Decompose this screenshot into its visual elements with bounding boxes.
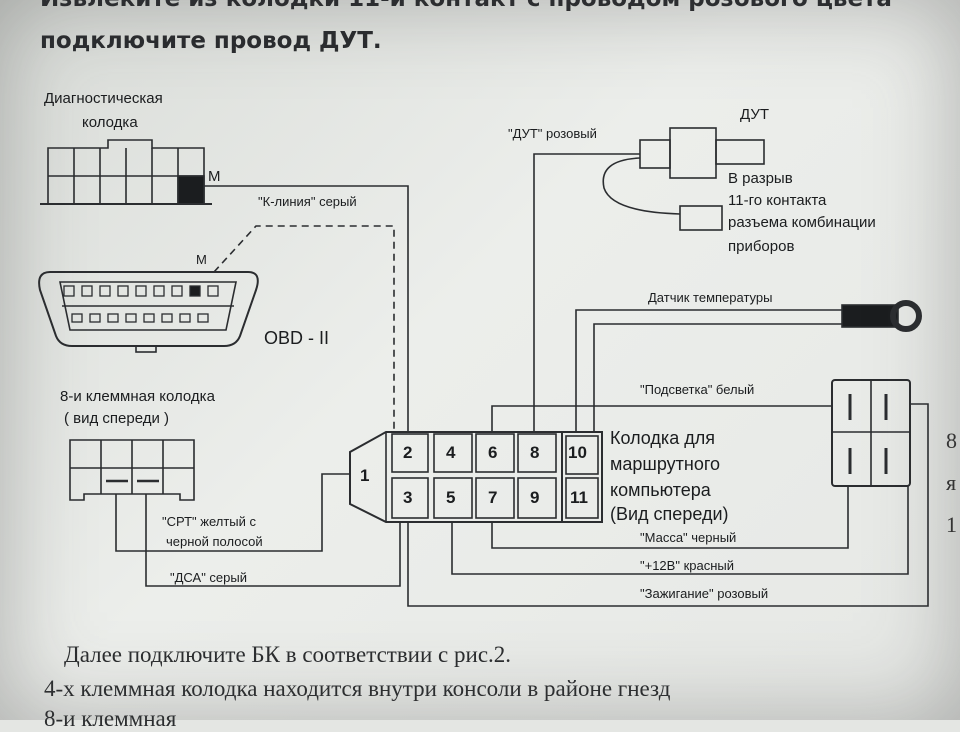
temp-wire-2 <box>593 323 842 432</box>
footer-line-2: 4-х клеммная колодка находится внутри ко… <box>44 676 671 701</box>
srt-label-line1: "СРТ" желтый с <box>162 514 257 529</box>
srt-wire <box>115 473 350 552</box>
header-line-2: подключите провод ДУТ. <box>40 28 382 54</box>
dut-sensor-label: ДУТ <box>740 106 770 123</box>
dut-note-line2: 11-го контакта <box>728 192 827 209</box>
plus12-label: "+12В" красный <box>640 558 734 573</box>
route-label-line2: маршрутного <box>610 454 721 474</box>
k-line-label: "К-линия" серый <box>258 194 357 209</box>
pin-4: 4 <box>446 443 456 462</box>
route-label-line3: компьютера <box>610 480 711 500</box>
edge-char-3: 1 <box>946 512 957 537</box>
pin-2: 2 <box>403 443 413 462</box>
pin-10: 10 <box>568 443 587 462</box>
backlight-wire <box>491 405 832 432</box>
temp-wire-1 <box>575 309 842 432</box>
pin-3: 3 <box>403 488 413 507</box>
footer-line-3: 8-и клеммная <box>44 706 177 731</box>
k-line-wire <box>213 225 395 432</box>
temp-sensor <box>841 300 922 332</box>
pin-1: 1 <box>360 466 370 485</box>
ground-label: "Масса" черный <box>640 530 737 545</box>
pin-11: 11 <box>570 488 588 507</box>
obd-connector <box>38 271 259 353</box>
conn4-connector <box>831 379 911 487</box>
dut-wire <box>533 153 640 432</box>
header-line-1: Извлеките из колодки 11-й контакт с пров… <box>40 0 892 12</box>
footer-line-1: Далее подключите БК в соответствии с рис… <box>64 642 512 667</box>
dut-note-line3: разъема комбинации <box>728 214 876 231</box>
ground-wire <box>491 486 849 549</box>
diag-m-wire <box>204 185 409 432</box>
route-label-line1: Колодка для <box>610 428 715 448</box>
pin-5: 5 <box>446 488 456 507</box>
dsa-wire <box>145 494 401 587</box>
diag-pin-mark: M <box>208 168 221 185</box>
pin-7: 7 <box>488 488 498 507</box>
diag-label-line1: Диагностическая <box>44 90 163 107</box>
backlight-label: "Подсветка" белый <box>640 382 755 397</box>
obd-label: OBD - II <box>264 328 330 348</box>
dut-note-line1: В разрыв <box>728 170 793 187</box>
ignition-wire <box>407 403 929 607</box>
dsa-label: "ДСА" серый <box>170 570 247 585</box>
pin-6: 6 <box>488 443 498 462</box>
route-label-line4: (Вид спереди) <box>610 504 729 524</box>
obd-pin-mark: M <box>196 252 207 267</box>
edge-char-2: я <box>946 470 957 495</box>
dut-wire-label: "ДУТ" розовый <box>508 126 597 141</box>
dut-note-line4: приборов <box>728 238 795 255</box>
diag-label-line2: колодка <box>82 114 138 131</box>
pin-9: 9 <box>530 488 540 507</box>
plus12-wire <box>451 486 909 575</box>
pin-8: 8 <box>530 443 540 462</box>
dut-sensor <box>602 127 765 231</box>
edge-char-1: 8 <box>946 428 957 453</box>
conn8-label-line2: ( вид спереди ) <box>64 410 170 427</box>
route-connector <box>349 431 603 523</box>
conn8-connector <box>69 439 195 501</box>
conn8-label-line1: 8-и клеммная колодка <box>60 388 215 405</box>
temp-sensor-label: Датчик температуры <box>648 290 773 305</box>
ignition-label: "Зажигание" розовый <box>640 586 769 601</box>
srt-label-line2: черной полосой <box>166 534 263 549</box>
diagnostic-connector <box>40 139 212 205</box>
